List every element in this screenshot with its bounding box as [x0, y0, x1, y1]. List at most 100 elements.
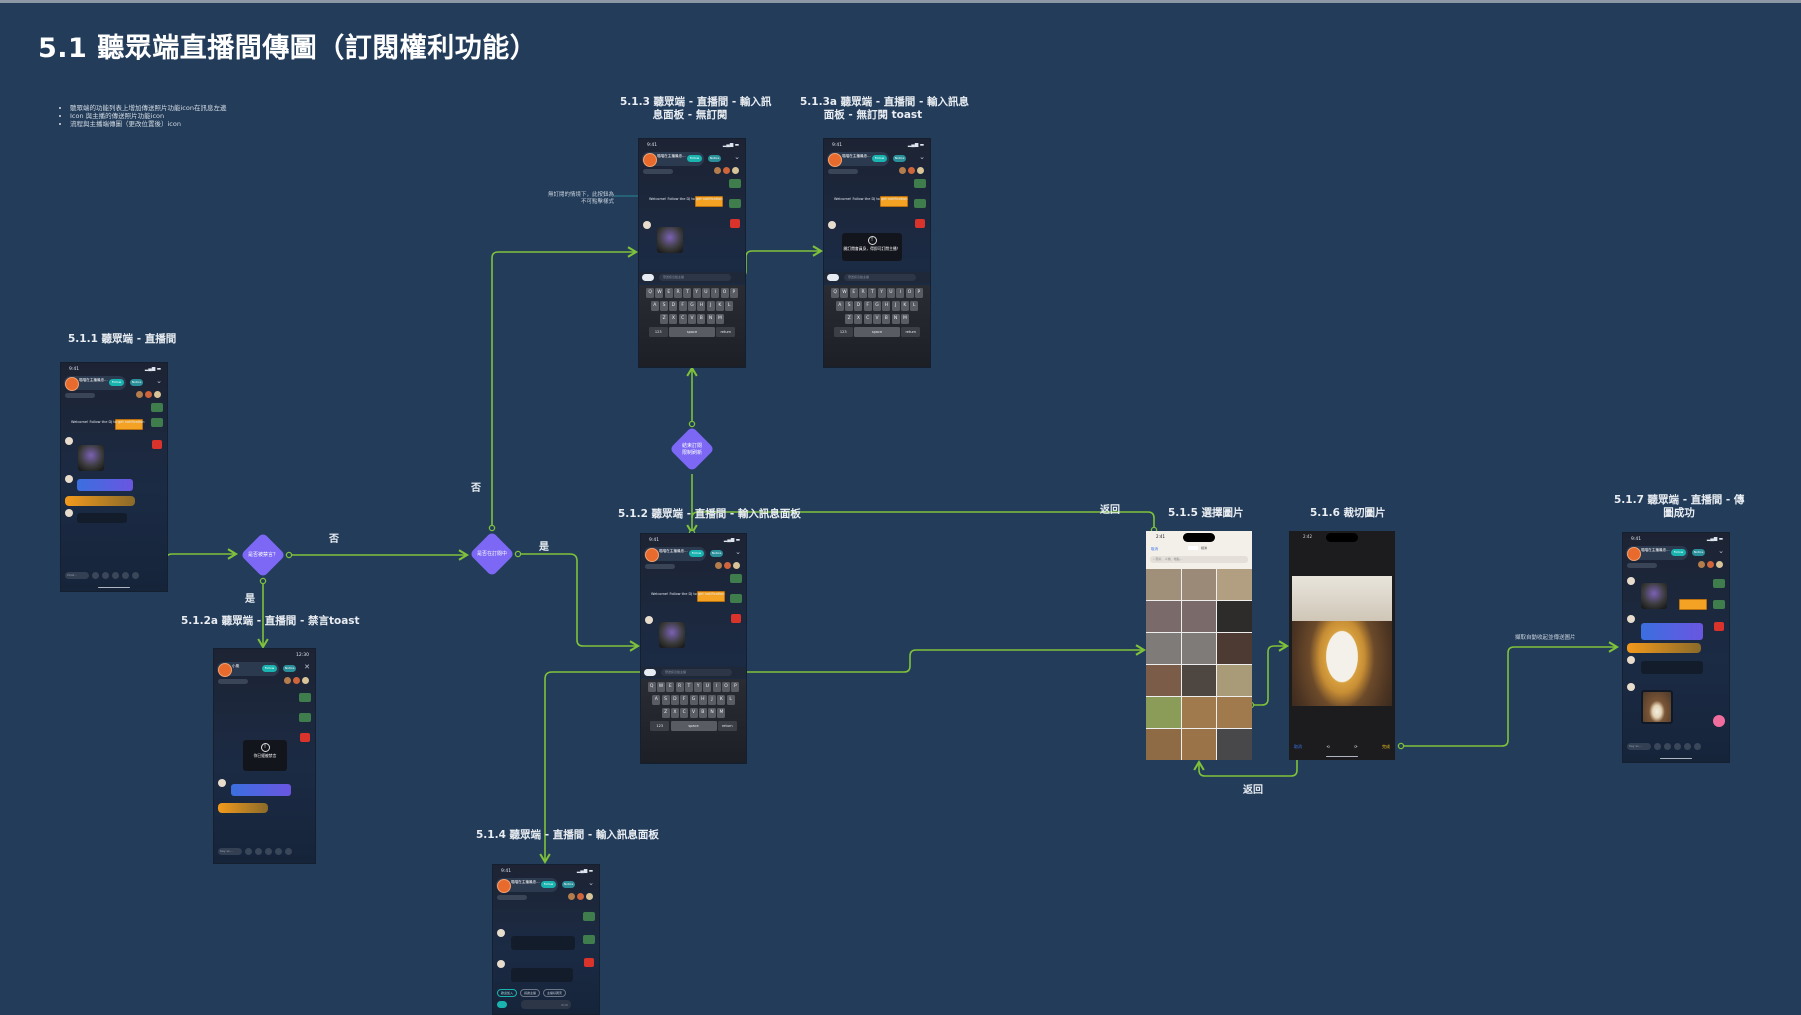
- key[interactable]: I: [711, 288, 720, 298]
- photo-thumb[interactable]: [1146, 633, 1181, 664]
- key[interactable]: P: [914, 288, 923, 298]
- notice-button[interactable]: Notice: [710, 550, 723, 557]
- viewer-avatars[interactable]: [136, 391, 161, 398]
- host-pill[interactable]: 喵喵在主播最忠... Follow: [1626, 546, 1688, 561]
- comment-icon[interactable]: [112, 572, 119, 579]
- follow-button[interactable]: Follow: [872, 155, 887, 162]
- key[interactable]: P: [729, 288, 738, 298]
- event-banner-icon[interactable]: [729, 179, 741, 188]
- key[interactable]: S: [660, 301, 669, 311]
- message-input[interactable]: 發送訊息給主播: [844, 274, 916, 281]
- photo-thumb[interactable]: [1181, 697, 1217, 728]
- event-banner-icon[interactable]: [583, 935, 595, 944]
- key[interactable]: L: [910, 301, 919, 311]
- emoji-toggle[interactable]: [827, 274, 839, 281]
- notice-button[interactable]: Notice: [708, 155, 721, 162]
- event-banner-icon[interactable]: [729, 199, 741, 208]
- key[interactable]: T: [683, 288, 692, 298]
- key[interactable]: R: [859, 288, 868, 298]
- rank-pill[interactable]: [828, 169, 858, 174]
- host-pill[interactable]: 喵喵在主播最忠... Follow: [827, 152, 889, 167]
- key[interactable]: V: [689, 708, 698, 718]
- key[interactable]: Q: [831, 288, 840, 298]
- key[interactable]: H: [697, 301, 706, 311]
- key[interactable]: C: [680, 708, 689, 718]
- key[interactable]: K: [715, 301, 724, 311]
- follow-button[interactable]: Follow: [109, 379, 124, 386]
- key[interactable]: N: [706, 314, 715, 324]
- key[interactable]: B: [697, 314, 706, 324]
- key[interactable]: S: [845, 301, 854, 311]
- key[interactable]: W: [655, 288, 664, 298]
- key[interactable]: D: [669, 301, 678, 311]
- key[interactable]: T: [868, 288, 877, 298]
- key[interactable]: F: [680, 695, 689, 705]
- key[interactable]: J: [706, 301, 715, 311]
- key[interactable]: O: [905, 288, 914, 298]
- crop-cancel-button[interactable]: 取消: [1294, 744, 1302, 749]
- rank-pill[interactable]: [643, 169, 673, 174]
- key[interactable]: X: [854, 314, 863, 324]
- key[interactable]: M: [717, 708, 726, 718]
- photo-thumb[interactable]: [1217, 601, 1252, 632]
- photo-thumb[interactable]: [1181, 729, 1217, 760]
- key[interactable]: U: [886, 288, 895, 298]
- chevron-down-icon[interactable]: ⌄: [1718, 547, 1724, 555]
- rank-pill[interactable]: [65, 393, 95, 398]
- key-return[interactable]: return: [717, 721, 737, 731]
- key[interactable]: L: [725, 301, 734, 311]
- key[interactable]: Z: [661, 708, 670, 718]
- photo-thumb[interactable]: [1146, 729, 1181, 760]
- chat-image[interactable]: [659, 622, 685, 648]
- key-123[interactable]: 123: [648, 327, 668, 337]
- rotate-right-icon[interactable]: ⟳: [1354, 744, 1358, 749]
- key[interactable]: D: [854, 301, 863, 311]
- photo-thumb[interactable]: [1181, 633, 1217, 664]
- key[interactable]: I: [712, 682, 721, 692]
- key[interactable]: Y: [877, 288, 886, 298]
- key[interactable]: X: [670, 708, 679, 718]
- key-return[interactable]: return: [901, 327, 921, 337]
- key[interactable]: O: [722, 682, 731, 692]
- gift-icon[interactable]: [1714, 622, 1724, 631]
- picker-cancel-button[interactable]: 取消: [1151, 547, 1158, 551]
- photo-thumb[interactable]: [1146, 601, 1181, 632]
- key[interactable]: Q: [647, 682, 656, 692]
- comment-icon[interactable]: [265, 848, 272, 855]
- key[interactable]: H: [698, 695, 707, 705]
- viewer-avatars[interactable]: [1698, 561, 1723, 568]
- follow-button[interactable]: Follow: [687, 155, 702, 162]
- chevron-down-icon[interactable]: ⌄: [735, 548, 741, 556]
- chat-image[interactable]: [1641, 583, 1667, 609]
- mic-icon[interactable]: [1694, 743, 1701, 750]
- follow-button[interactable]: Follow: [262, 665, 277, 672]
- user-icon[interactable]: [275, 848, 282, 855]
- key[interactable]: V: [873, 314, 881, 324]
- key[interactable]: A: [652, 695, 661, 705]
- key[interactable]: B: [882, 314, 891, 324]
- viewer-avatars[interactable]: [714, 167, 739, 174]
- photo-thumb[interactable]: [1181, 601, 1217, 632]
- event-banner-icon[interactable]: [730, 594, 742, 603]
- quick-reply-chip[interactable]: 歡迎加入: [497, 989, 518, 997]
- key[interactable]: K: [717, 695, 726, 705]
- notice-button[interactable]: Notice: [893, 155, 906, 162]
- host-pill[interactable]: 喵喵在主播最忠... Follow: [496, 878, 558, 893]
- rank-pill[interactable]: [218, 679, 248, 684]
- key[interactable]: M: [900, 314, 909, 324]
- event-banner-icon[interactable]: [1713, 579, 1725, 588]
- chevron-down-icon[interactable]: ⌄: [919, 153, 925, 161]
- key-return[interactable]: return: [716, 327, 736, 337]
- viewer-avatars[interactable]: [715, 562, 740, 569]
- image-icon[interactable]: [1664, 743, 1671, 750]
- game-icon[interactable]: [245, 848, 252, 855]
- notice-button[interactable]: Notice: [1692, 549, 1705, 556]
- event-banner-icon[interactable]: [583, 912, 595, 921]
- follow-button[interactable]: Follow: [541, 881, 556, 888]
- key[interactable]: Q: [646, 288, 655, 298]
- quick-reply-chip[interactable]: 主播好厲害: [543, 989, 567, 997]
- key[interactable]: E: [664, 288, 673, 298]
- close-icon[interactable]: ✕: [304, 663, 310, 671]
- viewer-avatars[interactable]: [899, 167, 924, 174]
